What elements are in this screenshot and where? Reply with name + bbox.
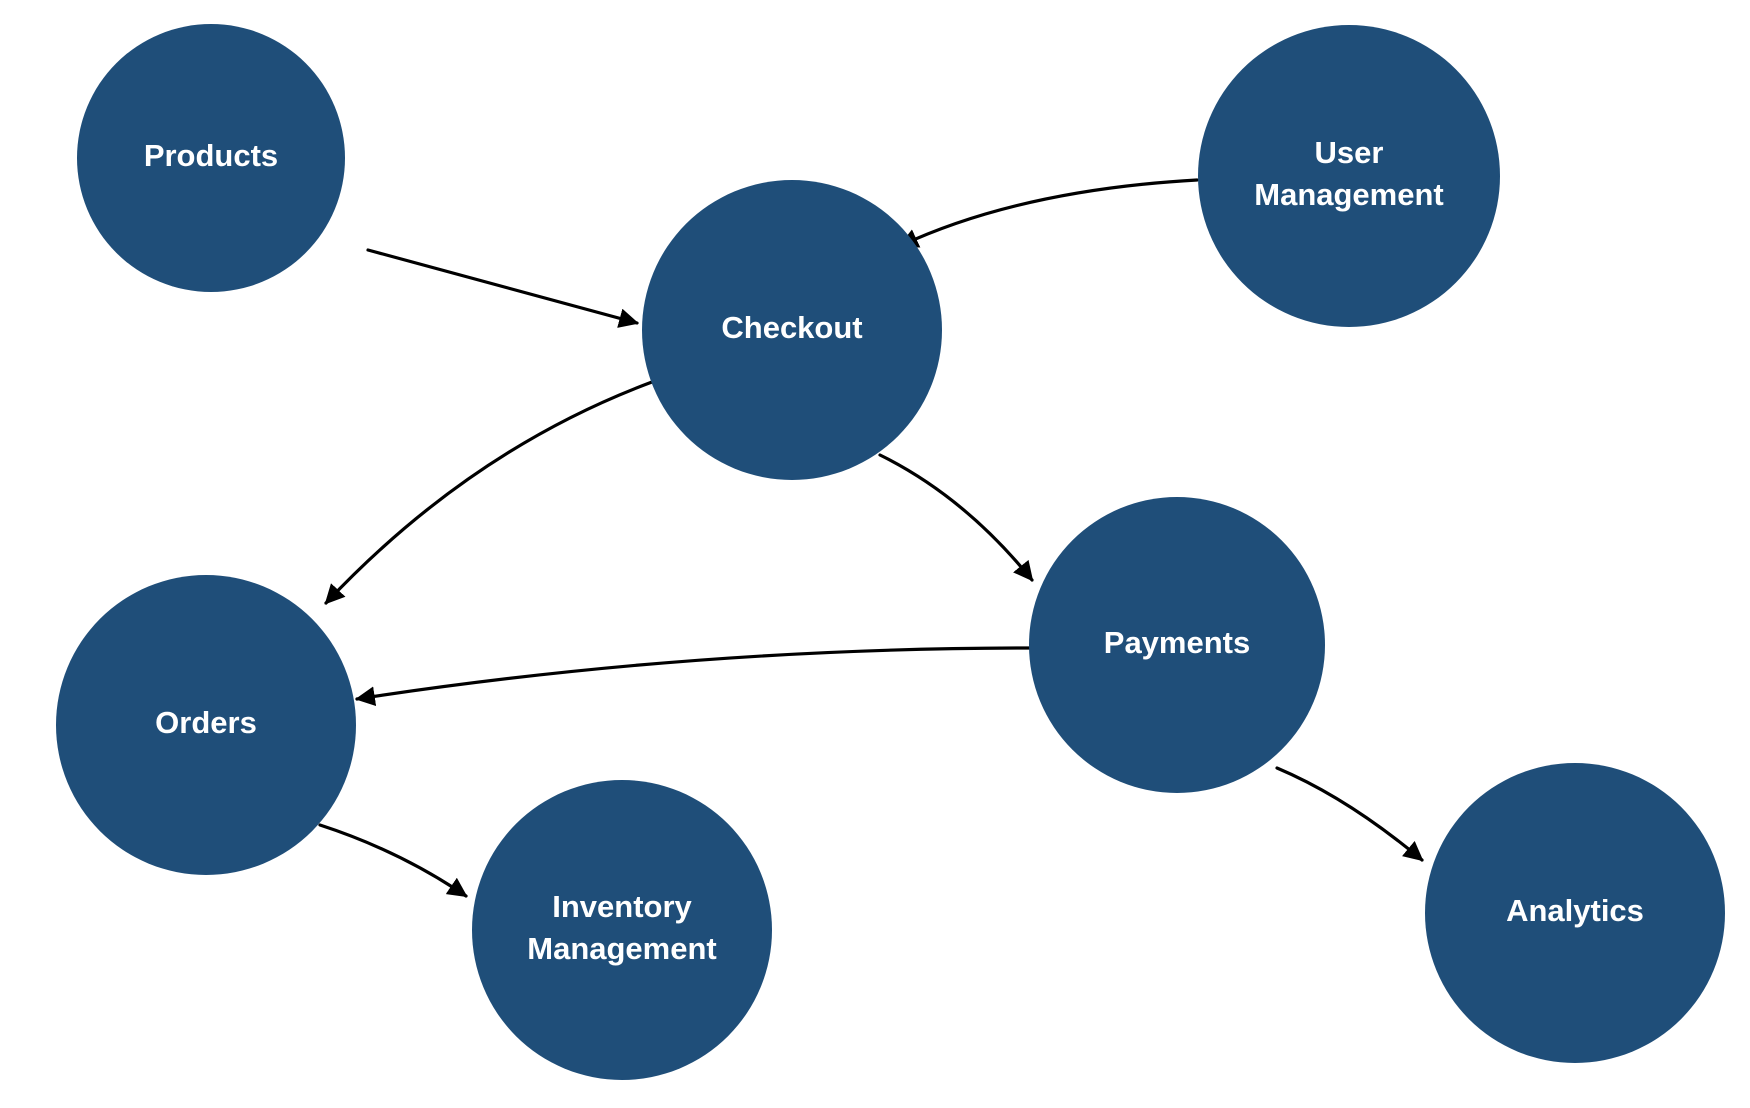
node-circle-user-management[interactable]	[1198, 25, 1500, 327]
node-label-orders: Orders	[155, 705, 257, 740]
node-circle-analytics[interactable]	[1425, 763, 1725, 1063]
edge-products-to-checkout[interactable]	[366, 248, 639, 328]
node-circle-products[interactable]	[77, 24, 345, 292]
edge-checkout-to-orders[interactable]	[324, 380, 654, 605]
node-checkout[interactable]: Checkout	[642, 180, 942, 480]
node-label-payments: Payments	[1104, 625, 1250, 660]
node-circle-checkout[interactable]	[642, 180, 942, 480]
edge-payments-to-orders[interactable]	[355, 646, 1032, 707]
node-label-products: Products	[144, 138, 278, 173]
node-products[interactable]: Products	[77, 24, 345, 292]
node-circle-payments[interactable]	[1029, 497, 1325, 793]
edge-checkout-to-payments[interactable]	[878, 453, 1034, 582]
edge-orders-to-inventory-management[interactable]	[318, 823, 468, 898]
node-payments[interactable]: Payments	[1029, 497, 1325, 793]
node-orders[interactable]: Orders	[56, 575, 356, 875]
edge-payments-to-analytics[interactable]	[1275, 766, 1424, 862]
node-label-analytics: Analytics	[1506, 893, 1644, 928]
edge-user-management-to-checkout[interactable]	[898, 178, 1199, 248]
node-circle-orders[interactable]	[56, 575, 356, 875]
node-analytics[interactable]: Analytics	[1425, 763, 1725, 1063]
node-label-checkout: Checkout	[721, 310, 862, 345]
node-circle-inventory-management[interactable]	[472, 780, 772, 1080]
edges-layer	[318, 178, 1424, 898]
